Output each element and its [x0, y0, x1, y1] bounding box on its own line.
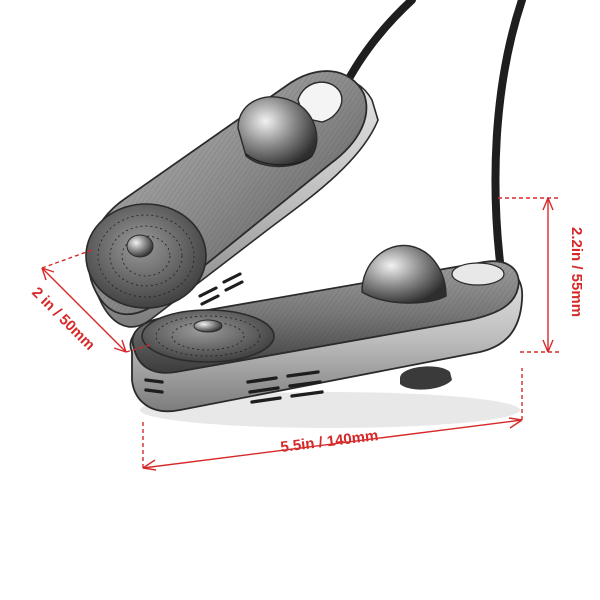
vent-slot-icon — [198, 272, 244, 306]
back-cable — [338, 0, 416, 96]
length-dimension-line — [142, 368, 523, 471]
dome-button-icon — [361, 244, 447, 304]
speaker-grille-icon — [141, 309, 275, 363]
front-dryer-unit — [129, 244, 523, 428]
length-label: 5.5in / 140mm — [280, 427, 380, 456]
width-label: 2 in / 50mm — [28, 284, 98, 354]
height-label: 2.2in / 55mm — [568, 227, 585, 317]
cable-hole — [451, 262, 505, 286]
dimension-lines — [41, 197, 560, 471]
width-dimension-line — [41, 249, 151, 353]
front-cable — [491, 0, 526, 266]
dome-button-icon — [237, 96, 318, 168]
height-dimension-line — [498, 197, 560, 353]
back-dryer-unit — [85, 70, 379, 328]
vent-slot-icon — [144, 370, 324, 404]
cable-loop-hole — [297, 81, 343, 123]
speaker-grille-icon — [85, 203, 207, 309]
